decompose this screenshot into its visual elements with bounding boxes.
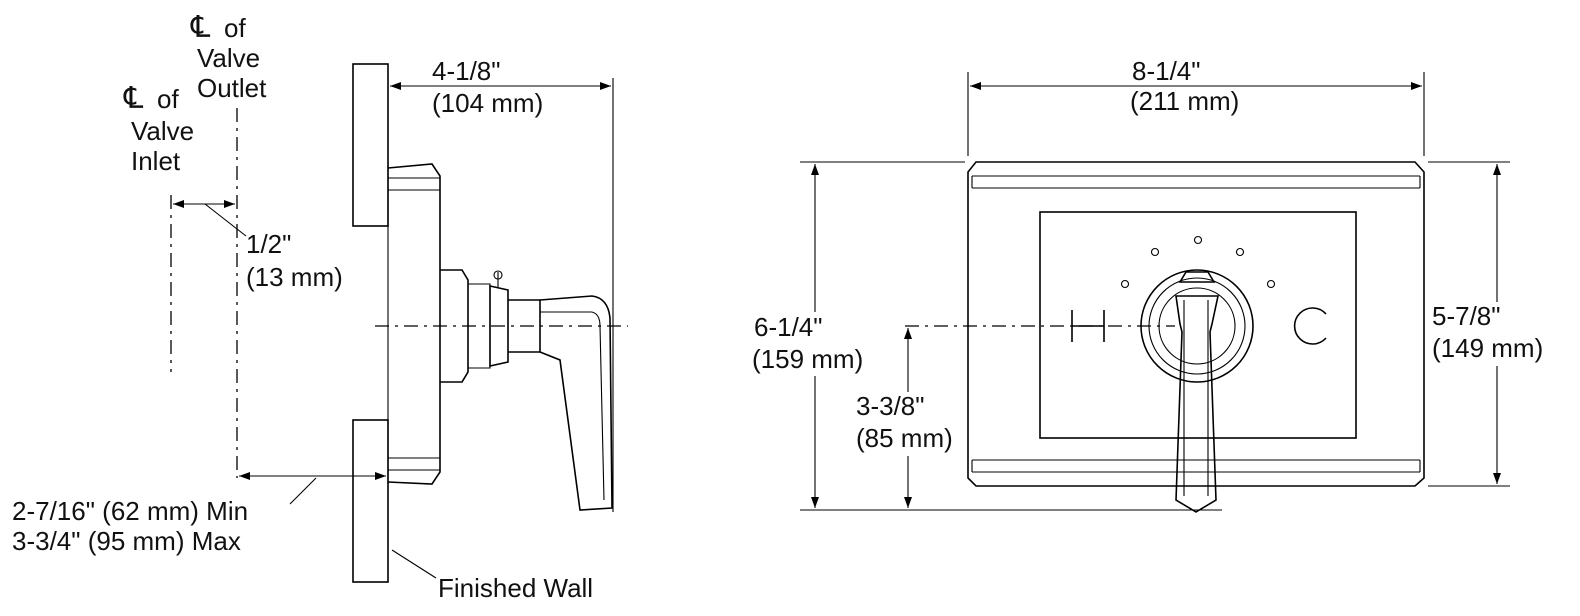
- temperature-indicator-dots: [1120, 235, 1276, 289]
- lever-handle: [1175, 295, 1219, 513]
- width-dim-metric: (211 mm): [1130, 86, 1239, 116]
- total-height-imperial: 6-1/4": [754, 312, 823, 342]
- finished-wall-label: Finished Wall: [438, 573, 593, 603]
- total-height-dimension: [800, 161, 1222, 511]
- cl-outlet-symbol: ℄: [190, 11, 211, 44]
- offset-dimension: [173, 200, 247, 237]
- plate-height-imperial: 5-7/8": [1432, 301, 1501, 331]
- wall-section: [352, 63, 389, 583]
- rough-in-min: 2-7/16" (62 mm) Min: [12, 496, 248, 526]
- center-height-imperial: 3-3/8": [856, 391, 925, 421]
- cl-inlet-symbol: ℄: [123, 82, 144, 115]
- cl-outlet-outlet: Outlet: [197, 73, 267, 103]
- handle-profile: [440, 269, 613, 511]
- side-view: ℄ of Valve Outlet ℄ of Valve Inlet 1/2" …: [12, 11, 628, 603]
- plate-height-metric: (149 mm): [1432, 333, 1543, 363]
- cl-outlet-of: of: [224, 13, 246, 43]
- width-dim-imperial: 8-1/4": [1132, 56, 1201, 86]
- escutcheon-plate: [967, 161, 1425, 487]
- finished-wall-leader: [391, 549, 437, 579]
- center-height-metric: (85 mm): [856, 423, 953, 453]
- cl-inlet-of: of: [157, 84, 179, 114]
- inner-panel: [1039, 211, 1357, 439]
- plate-height-dimension: [1428, 161, 1510, 487]
- depth-dimension: [390, 78, 614, 512]
- offset-dim-metric: (13 mm): [246, 262, 343, 292]
- escutcheon-profile: [387, 163, 441, 485]
- wall-lower: [352, 419, 389, 583]
- cl-outlet-valve: Valve: [197, 43, 260, 73]
- offset-dim-imperial: 1/2": [246, 229, 291, 259]
- depth-dim-imperial: 4-1/8": [432, 56, 501, 86]
- wall-upper: [352, 63, 389, 227]
- cold-symbol: [1293, 307, 1327, 345]
- front-view: 8-1/4" (211 mm) 6-1/4" (159 mm) 3-3/8" (…: [752, 56, 1543, 513]
- cl-inlet-inlet: Inlet: [131, 146, 181, 176]
- depth-dim-metric: (104 mm): [432, 88, 543, 118]
- total-height-metric: (159 mm): [752, 344, 863, 374]
- cl-inlet-valve: Valve: [131, 116, 194, 146]
- rough-in-max: 3-3/4" (95 mm) Max: [12, 526, 241, 556]
- rough-in-dimension: [239, 472, 386, 505]
- width-dimension: [967, 72, 1425, 156]
